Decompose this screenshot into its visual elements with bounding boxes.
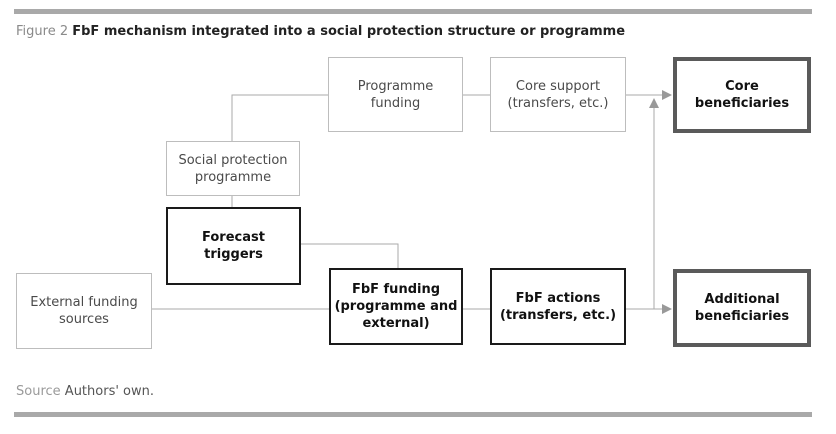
bottom-rule [14, 412, 812, 417]
social-protection-box: Social protection programme [166, 141, 300, 196]
source-text: Authors' own. [64, 384, 155, 399]
programme-funding-box: Programme funding [328, 57, 463, 132]
external-funding-box: External funding sources [16, 273, 152, 349]
fbf-funding-box: FbF funding (programme and external) [329, 268, 463, 345]
fbf-actions-box: FbF actions (transfers, etc.) [490, 268, 626, 345]
figure-title: FbF mechanism integrated into a social p… [72, 24, 626, 39]
top-rule [14, 9, 812, 14]
figure-caption: Figure 2 FbF mechanism integrated into a… [16, 24, 625, 39]
core-beneficiaries-box: Core beneficiaries [673, 57, 811, 133]
figure-label: Figure 2 [16, 24, 69, 39]
source-note: Source Authors' own. [16, 384, 154, 399]
forecast-triggers-box: Forecast triggers [166, 207, 301, 285]
link-forecast-triggers-to-fbf-funding [301, 243, 399, 268]
additional-beneficiaries-box: Additional beneficiaries [673, 269, 811, 347]
core-support-box: Core support (transfers, etc.) [490, 57, 626, 132]
source-label: Source [16, 384, 61, 399]
link-social-to-programme-funding [231, 94, 328, 141]
